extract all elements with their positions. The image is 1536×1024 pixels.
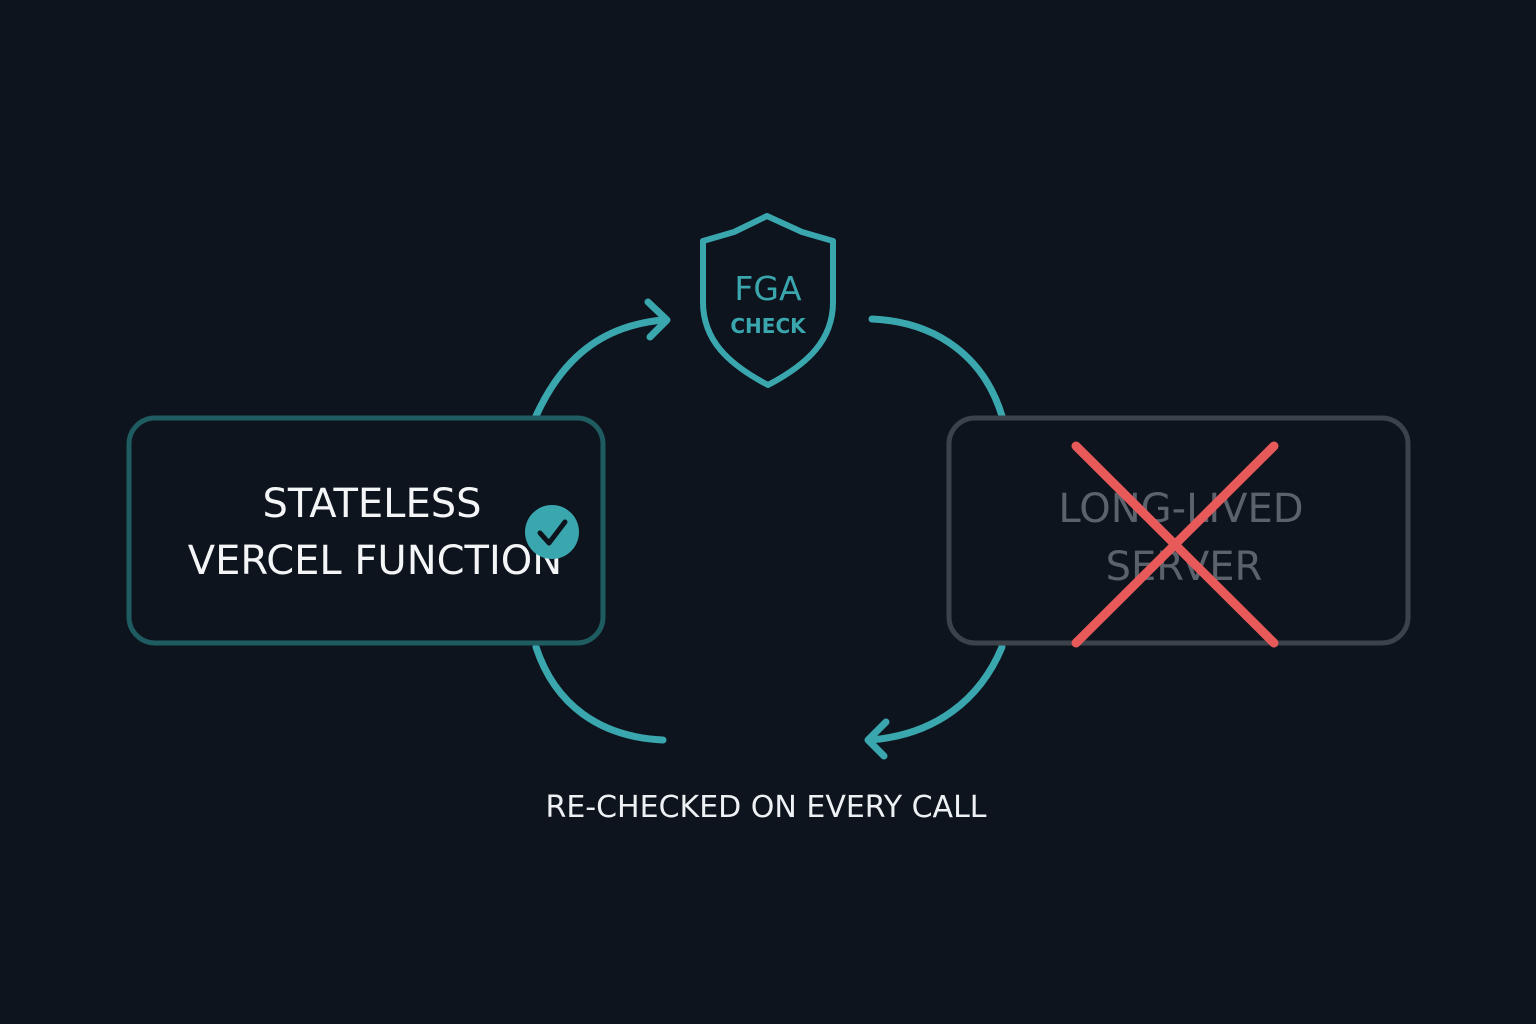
left-box-line2: VERCEL FUNCTION <box>188 538 562 584</box>
arrow-right-to-bottom <box>866 643 1006 744</box>
left-box-line1: STATELESS <box>262 481 481 527</box>
cross-icon <box>1071 441 1279 648</box>
stateless-function-box: STATELESS VERCEL FUNCTION <box>126 415 606 646</box>
arrow-bottom-to-left <box>532 643 667 744</box>
arrow-left-to-shield <box>532 316 667 420</box>
cycle-arrows <box>532 298 1006 760</box>
cycle-caption: RE-CHECKED ON EVERY CALL <box>545 790 986 825</box>
right-box-line1: LONG-LIVED <box>1058 486 1303 532</box>
shield-icon: FGA CHECK <box>700 213 836 388</box>
arrowhead-left-to-shield <box>644 298 671 341</box>
long-lived-server-box: LONG-LIVED SERVER <box>946 415 1411 648</box>
shield-subtitle: CHECK <box>730 314 807 338</box>
arrow-shield-to-right <box>868 315 1006 420</box>
checkmark-circle-icon <box>525 505 579 559</box>
arrowhead-right-to-bottom <box>864 718 890 760</box>
shield-title: FGA <box>734 269 802 308</box>
